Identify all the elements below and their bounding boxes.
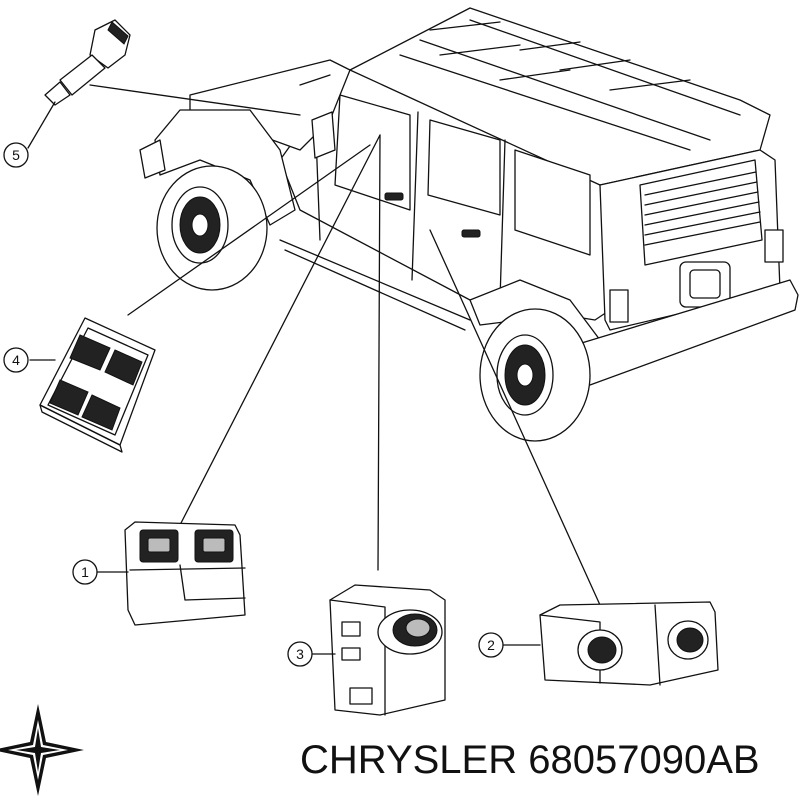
- callout-1-label: 1: [81, 564, 89, 580]
- part-1-dual-window-switch: [124, 521, 246, 626]
- callout-1: 1: [72, 559, 129, 585]
- callout-4: 4: [3, 347, 56, 373]
- callout-3-label: 3: [296, 646, 304, 662]
- chrysler-star-logo-icon: [0, 704, 84, 796]
- rear-wheel: [479, 308, 591, 442]
- part-5-door-ajar-switch: [44, 19, 131, 106]
- vehicle-jeep: [139, 7, 799, 442]
- part-number: 68057090AB: [528, 738, 760, 782]
- callout-2: 2: [478, 632, 541, 658]
- callout-3: 3: [287, 641, 336, 667]
- front-wheel: [156, 165, 268, 291]
- callout-5-label: 5: [12, 147, 20, 163]
- part-3-door-module: [329, 584, 446, 716]
- leader-lines: [89, 84, 601, 606]
- brand-caption: CHRYSLER 68057090AB: [300, 738, 760, 783]
- brand-name: CHRYSLER: [300, 738, 518, 782]
- callout-2-label: 2: [487, 637, 495, 653]
- callout-5: 5: [3, 101, 56, 168]
- part-4-master-switch: [39, 317, 156, 453]
- callout-4-label: 4: [12, 352, 20, 368]
- part-2-rear-window-switch: [539, 601, 719, 686]
